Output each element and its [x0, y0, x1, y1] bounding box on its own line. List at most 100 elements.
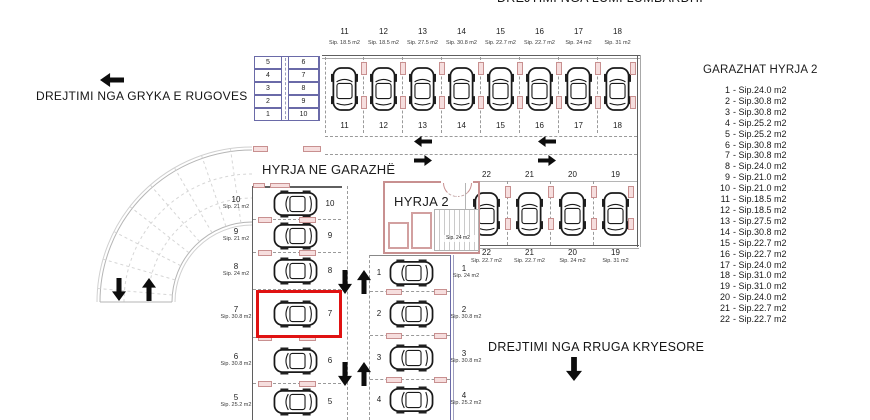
- space-number-label: 20: [568, 248, 577, 257]
- space-size-label: Sip. 27.5 m2: [407, 40, 438, 46]
- legend-item: 13- Sip.27.5 m2: [700, 216, 787, 227]
- legend-item-size: - Sip.30.8 m2: [733, 139, 787, 150]
- column-marker: [517, 62, 523, 75]
- direction-label-west: DREJTIMI NGA GRYKA E RUGOVES: [36, 89, 248, 103]
- column-marker: [478, 96, 484, 109]
- legend-item-number: 2: [724, 95, 730, 106]
- storage-room-number: 3: [266, 85, 270, 92]
- column-marker: [439, 96, 445, 109]
- parking-space-17[interactable]: [559, 57, 598, 133]
- column-marker: [386, 333, 402, 339]
- legend-item-size: - Sip.22.7 m2: [733, 314, 787, 325]
- parking-space-6[interactable]: [253, 338, 341, 384]
- parking-space-13[interactable]: [403, 57, 442, 133]
- legend-item-size: - Sip.21.0 m2: [733, 172, 787, 183]
- wall-line: [251, 186, 253, 420]
- column-marker: [400, 96, 406, 109]
- direction-label-south: DREJTIMI NGA RRUGA KRYESORE: [488, 340, 705, 354]
- car-icon: [487, 63, 514, 115]
- legend-title: GARAZHAT HYRJA 2: [703, 64, 818, 76]
- space-number-label: 1: [376, 268, 382, 277]
- car-icon: [565, 63, 592, 115]
- column-marker: [258, 381, 272, 387]
- space-number-label: 8: [327, 266, 333, 275]
- parking-space-22[interactable]: [465, 181, 508, 245]
- highlighted-space-outline: [256, 290, 342, 338]
- parking-space-14[interactable]: [442, 57, 481, 133]
- parking-space-2[interactable]: [370, 292, 450, 336]
- space-number-label: 10: [325, 199, 335, 208]
- legend-item: 4- Sip.25.2 m2: [700, 118, 787, 129]
- legend-item-size: - Sip.24.0 m2: [733, 259, 787, 270]
- parking-space-11[interactable]: [325, 57, 364, 133]
- column-marker: [434, 333, 447, 339]
- car-icon: [270, 258, 322, 285]
- wall-line: [465, 180, 637, 182]
- car-icon: [604, 63, 631, 115]
- legend-item-size: - Sip.30.8 m2: [733, 106, 787, 117]
- parking-space-16[interactable]: [520, 57, 559, 133]
- legend-item: 18- Sip.31.0 m2: [700, 270, 787, 281]
- space-number-label: 9: [327, 231, 333, 240]
- parking-space-21[interactable]: [508, 181, 551, 245]
- car-icon: [409, 63, 436, 115]
- space-number-label: 19: [611, 248, 620, 257]
- space-size-label: Sip. 31 m2: [602, 258, 629, 264]
- legend-item: 8- Sip.24.0 m2: [700, 161, 787, 172]
- wall-line: [639, 55, 641, 247]
- space-number-label: 12: [379, 27, 388, 36]
- lane-line: [325, 154, 637, 155]
- wall-line: [322, 55, 640, 57]
- direction-arrow-south-icon: [566, 357, 582, 381]
- legend-item-number: 1: [724, 85, 730, 95]
- legend-item-number: 6: [724, 139, 730, 150]
- column-marker: [595, 62, 601, 75]
- garage-entrance-label: HYRJA NE GARAZHË: [262, 162, 396, 177]
- lobby-label: HYRJA 2: [394, 194, 449, 209]
- parking-space-3[interactable]: [370, 336, 450, 380]
- parking-space-1[interactable]: [370, 255, 450, 292]
- storage-room-number: 5: [266, 59, 270, 66]
- space-number-label: 14: [457, 27, 466, 36]
- lane-line: [347, 186, 348, 420]
- wall-line: [455, 247, 639, 249]
- column-marker: [548, 186, 554, 198]
- space-size-label: Sip. 22.7 m2: [471, 258, 502, 264]
- storage-corridor-line: [285, 58, 286, 119]
- space-number-label: 9: [233, 227, 239, 236]
- wall-line: [370, 254, 450, 256]
- space-size-label: Sip. 31 m2: [604, 40, 631, 46]
- parking-space-8[interactable]: [253, 253, 341, 290]
- staircase-size-label: Sip. 24 m2: [440, 235, 476, 242]
- storage-room-number: 1: [266, 111, 270, 118]
- legend-item-number: 19: [719, 281, 730, 292]
- car-icon: [386, 387, 438, 414]
- column-marker: [361, 62, 367, 75]
- column-marker: [299, 217, 316, 223]
- parking-space-12[interactable]: [364, 57, 403, 133]
- legend-item-number: 5: [724, 128, 730, 139]
- legend-item-size: - Sip.30.8 m2: [733, 150, 787, 161]
- column-marker: [299, 381, 316, 387]
- legend-item: 1- Sip.24.0 m2: [700, 85, 787, 96]
- parking-space-10[interactable]: [253, 188, 341, 220]
- space-number-label: 10: [231, 195, 241, 204]
- space-size-label: Sip. 30.8 m2: [450, 358, 482, 364]
- parking-space-20[interactable]: [551, 181, 594, 245]
- column-marker: [434, 289, 447, 295]
- column-marker: [253, 146, 268, 152]
- space-number-label: 2: [461, 305, 467, 314]
- legend-item-number: 7: [724, 150, 730, 161]
- storage-room-7: 7: [288, 69, 319, 82]
- car-icon: [270, 191, 322, 218]
- car-icon: [370, 63, 397, 115]
- legend-item: 14- Sip.30.8 m2: [700, 227, 787, 238]
- column-marker: [548, 218, 554, 230]
- column-marker: [386, 289, 402, 295]
- parking-space-9[interactable]: [253, 220, 341, 253]
- parking-space-15[interactable]: [481, 57, 520, 133]
- legend-item-number: 10: [719, 183, 730, 194]
- legend-item-number: 18: [719, 270, 730, 281]
- column-marker: [630, 62, 636, 75]
- legend-item-size: - Sip.24.0 m2: [733, 85, 787, 95]
